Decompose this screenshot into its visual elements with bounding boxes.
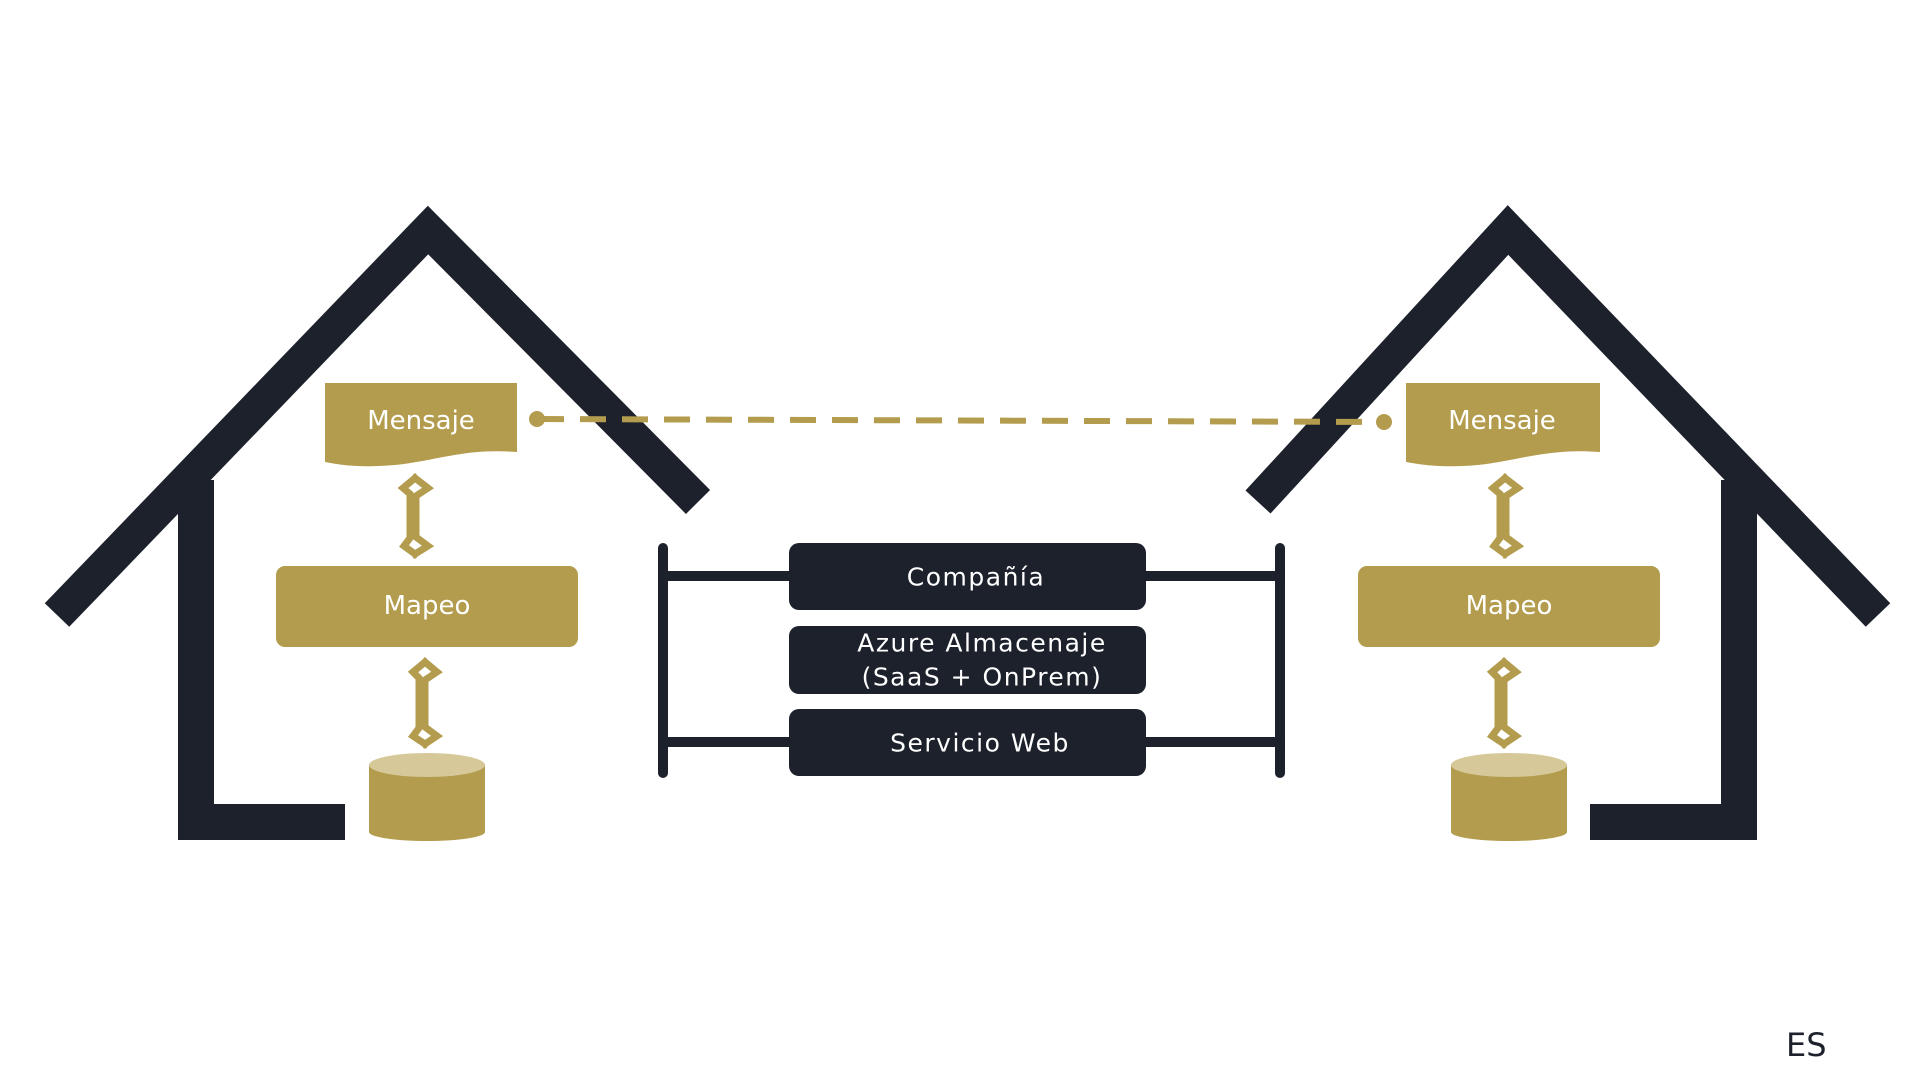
right-database-top [1451,753,1567,777]
right-message-shape [1406,383,1600,467]
left-house-wall [178,480,345,840]
right-message-document: Mensaje [1406,383,1600,467]
right-arrow-upper [1487,473,1525,559]
company-rect [789,543,1146,610]
company-label: Compañía [907,563,1045,592]
right-mapping-rect [1358,566,1660,647]
right-house: Mensaje Mapeo [1245,205,1891,841]
right-arrow-lower [1486,657,1523,749]
left-database-icon [369,753,485,841]
webservice-rect [789,709,1146,776]
left-mapping-label: Mapeo [384,591,471,621]
connector-start-dot [529,411,545,427]
webservice-box: Servicio Web [789,709,1146,776]
webservice-label: Servicio Web [890,729,1070,758]
left-arrow-upper [397,473,435,559]
left-message-document: Mensaje [325,383,517,467]
connector-end-dot [1376,414,1392,430]
storage-label-line1: Azure Almacenaje [857,629,1106,658]
storage-label-line2: (SaaS + OnPrem) [862,663,1103,692]
company-box: Compañía [789,543,1146,610]
left-message-shape [325,383,517,467]
right-message-label: Mensaje [1448,406,1556,436]
left-mapping-box: Mapeo [276,566,578,647]
language-indicator: ES [1786,1026,1827,1064]
dashed-line [537,416,1384,425]
storage-box: Azure Almacenaje (SaaS + OnPrem) [789,626,1146,694]
right-house-wall [1590,480,1757,840]
left-database-top [369,753,485,777]
left-arrow-lower [407,657,444,749]
message-connector [529,411,1392,430]
right-database-icon [1451,753,1567,841]
left-message-label: Mensaje [367,406,475,436]
right-mapping-label: Mapeo [1466,591,1553,621]
right-mapping-box: Mapeo [1358,566,1660,647]
storage-rect [789,626,1146,694]
right-database-bottom [1451,823,1567,841]
left-house: Mensaje Mapeo [44,205,711,841]
left-mapping-rect [276,566,578,647]
left-database-bottom [369,823,485,841]
transport-rails [658,543,1285,778]
